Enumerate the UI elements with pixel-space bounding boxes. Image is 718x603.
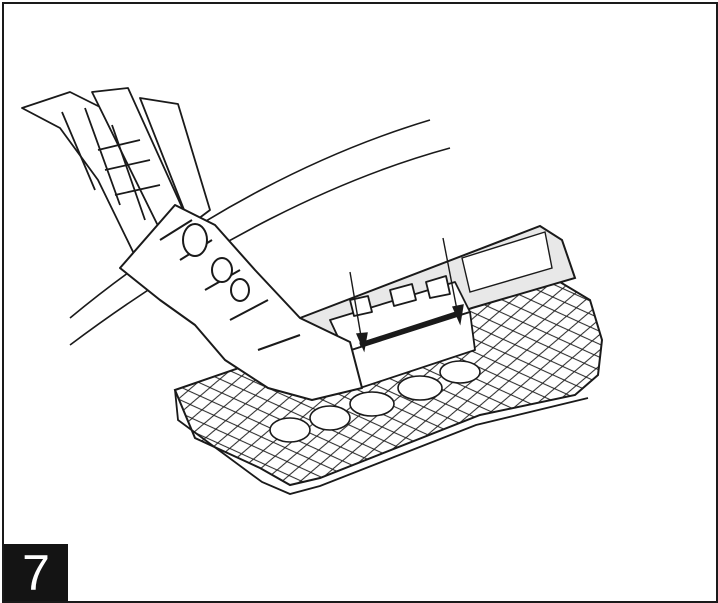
frame-truss bbox=[21, 87, 211, 263]
mount-bracket bbox=[329, 275, 476, 389]
board-feet bbox=[269, 360, 481, 443]
rail-lines bbox=[69, 119, 451, 346]
support-arm bbox=[119, 204, 363, 401]
step-number-badge: 7 bbox=[4, 544, 68, 601]
down-arrow-icon bbox=[442, 237, 464, 326]
down-arrow-icon bbox=[349, 271, 368, 353]
